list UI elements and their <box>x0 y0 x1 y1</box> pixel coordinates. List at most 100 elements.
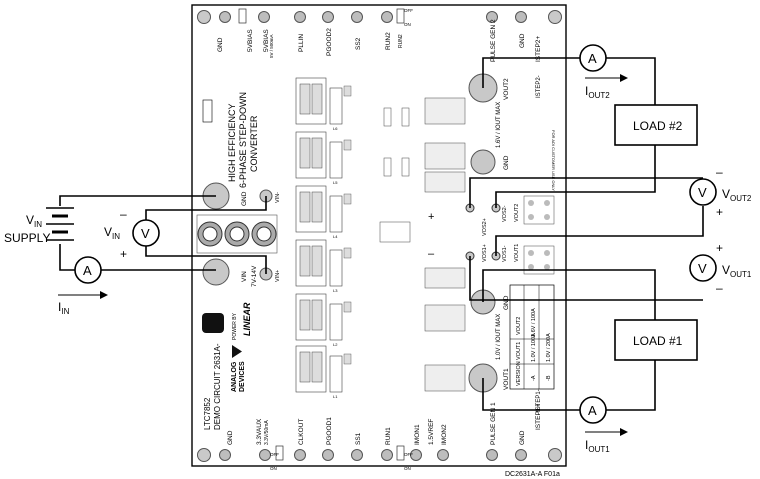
iout2-ammeter-icon: A <box>579 44 607 72</box>
svg-text:L2: L2 <box>333 342 338 347</box>
svg-text:1.6V / 100A: 1.6V / 100A <box>531 308 537 337</box>
svg-text:VOUT1: VOUT1 <box>503 368 510 390</box>
svg-text:DEVICES: DEVICES <box>239 361 246 392</box>
svg-text:PULSE GEN 2: PULSE GEN 2 <box>490 19 497 62</box>
svg-text:LOAD #1: LOAD #1 <box>633 334 683 348</box>
svg-text:PGOOD1: PGOOD1 <box>326 417 333 445</box>
figure-code: DC2631A-A F01a <box>505 471 560 478</box>
vin-voltmeter-icon: V <box>132 219 160 247</box>
svg-text:RUN1: RUN1 <box>385 427 392 445</box>
svg-text:PGOOD2: PGOOD2 <box>326 28 333 56</box>
svg-text:VOS1+: VOS1+ <box>482 244 488 262</box>
svg-text:+: + <box>716 241 723 255</box>
svg-text:ISTEP1-: ISTEP1- <box>536 389 542 412</box>
load-2-box: LOAD #2 <box>614 104 698 146</box>
svg-text:VOS2+: VOS2+ <box>482 218 488 236</box>
top-turrets <box>219 8 527 24</box>
svg-text:VIN-: VIN- <box>275 192 281 203</box>
bottom-turrets <box>219 445 527 461</box>
svg-text:OFF: OFF <box>270 452 279 457</box>
iout2-arrow: IOUT2 <box>585 74 628 100</box>
svg-text:+: + <box>428 211 434 223</box>
svg-text:1.0V / IOUT MAX: 1.0V / IOUT MAX <box>496 314 502 360</box>
svg-text:1.6V / IOUT MAX: 1.6V / IOUT MAX <box>496 102 502 148</box>
svg-text:5VBIAS: 5VBIAS <box>247 29 254 52</box>
svg-text:POWER BY: POWER BY <box>232 312 238 340</box>
svg-text:VOUT1: VOUT1 <box>722 263 752 279</box>
svg-text:A: A <box>588 51 597 66</box>
load-1-box: LOAD #1 <box>614 319 698 361</box>
svg-text:V: V <box>698 261 707 276</box>
svg-text:–: – <box>428 248 435 260</box>
svg-text:VOUT1: VOUT1 <box>516 342 522 360</box>
svg-text:VOS2-: VOS2- <box>502 205 508 222</box>
svg-text:GND: GND <box>503 155 510 170</box>
version-table: VERSION VOUT1 VOUT2 -A 1.0V / 100A 1.6V … <box>509 284 555 390</box>
svg-text:GND: GND <box>241 191 248 206</box>
vout1-voltmeter-icon: V <box>689 254 717 282</box>
svg-text:VIN: VIN <box>241 271 248 282</box>
iout1-arrow: IOUT1 <box>585 428 628 454</box>
svg-text:VOUT2: VOUT2 <box>516 317 522 335</box>
svg-text:OFF: OFF <box>404 8 413 13</box>
svg-text:6-PHASE STEP-DOWN: 6-PHASE STEP-DOWN <box>238 92 248 188</box>
svg-text:VOUT2: VOUT2 <box>722 187 752 203</box>
svg-text:A: A <box>588 403 597 418</box>
svg-text:IIN: IIN <box>58 300 70 316</box>
input-capacitors <box>196 214 278 254</box>
svg-text:5VBIAS: 5VBIAS <box>263 29 270 52</box>
vin-supply-label: VIN SUPPLY <box>4 213 50 245</box>
svg-text:ANALOG: ANALOG <box>231 361 238 392</box>
svg-text:VOUT2: VOUT2 <box>503 78 510 100</box>
arrow-right-icon <box>620 428 628 436</box>
top-labels: GND 5VBIAS 5VBIAS 5V / 500mA PLLIN PGOOD… <box>217 8 542 62</box>
svg-text:–: – <box>716 281 723 295</box>
svg-text:VOS1-: VOS1- <box>502 245 508 262</box>
vout2-label: – + VOUT2 <box>716 165 752 219</box>
svg-text:LOAD #2: LOAD #2 <box>633 119 683 133</box>
svg-text:RUN2: RUN2 <box>398 34 404 48</box>
svg-text:IOUT1: IOUT1 <box>585 438 610 454</box>
svg-text:L1: L1 <box>333 394 338 399</box>
svg-text:VIN+: VIN+ <box>275 270 281 282</box>
arrow-right-icon <box>620 74 628 82</box>
svg-text:V: V <box>141 226 150 241</box>
svg-text:7V-14V: 7V-14V <box>251 265 258 287</box>
svg-text:SUPPLY: SUPPLY <box>4 231 50 245</box>
svg-text:5V / 500mA: 5V / 500mA <box>269 34 274 58</box>
svg-text:L4: L4 <box>333 234 338 239</box>
istep-minus-labels: ISTEP2- ISTEP1- <box>536 75 542 412</box>
svg-text:SS1: SS1 <box>355 432 362 445</box>
demo-board: GND 5VBIAS 5VBIAS 5V / 500mA PLLIN PGOOD… <box>191 4 567 471</box>
external-wiring <box>59 57 704 411</box>
svg-text:GND: GND <box>519 33 526 48</box>
svg-text:VERSION: VERSION <box>516 361 522 386</box>
arrow-right-icon <box>100 291 108 299</box>
svg-text:L3: L3 <box>333 288 338 293</box>
svg-text:PLLIN: PLLIN <box>298 34 305 52</box>
svg-text:L5: L5 <box>333 180 338 185</box>
svg-text:VIN: VIN <box>26 213 42 229</box>
svg-text:ON: ON <box>404 466 411 471</box>
svg-text:LINEAR: LINEAR <box>242 302 252 336</box>
svg-text:HIGH EFFICIENCY: HIGH EFFICIENCY <box>227 103 237 182</box>
svg-text:OFF: OFF <box>404 452 413 457</box>
svg-text:VOUT1: VOUT1 <box>514 244 520 262</box>
board-title: HIGH EFFICIENCY 6-PHASE STEP-DOWN CONVER… <box>227 92 259 188</box>
svg-text:1.0V / 100A: 1.0V / 100A <box>531 333 537 362</box>
svg-text:CONVERTER: CONVERTER <box>249 115 259 172</box>
svg-text:-B: -B <box>546 375 552 381</box>
svg-text:PULSE GEN 1: PULSE GEN 1 <box>490 402 497 445</box>
power-stages: L6 L5 L4 <box>295 77 352 399</box>
svg-text:3.3V/50mA: 3.3V/50mA <box>264 420 270 445</box>
analog-devices-logo-icon <box>232 345 242 358</box>
svg-text:–: – <box>716 165 723 179</box>
vin-supply-battery-icon <box>46 207 74 241</box>
svg-text:RUN2: RUN2 <box>385 32 392 50</box>
svg-text:-A: -A <box>531 375 537 381</box>
svg-text:L6: L6 <box>333 126 338 131</box>
svg-text:+: + <box>120 247 127 261</box>
svg-text:ON: ON <box>270 466 277 471</box>
svg-text:DEMO CIRCUIT 2631A-: DEMO CIRCUIT 2631A- <box>213 343 222 430</box>
